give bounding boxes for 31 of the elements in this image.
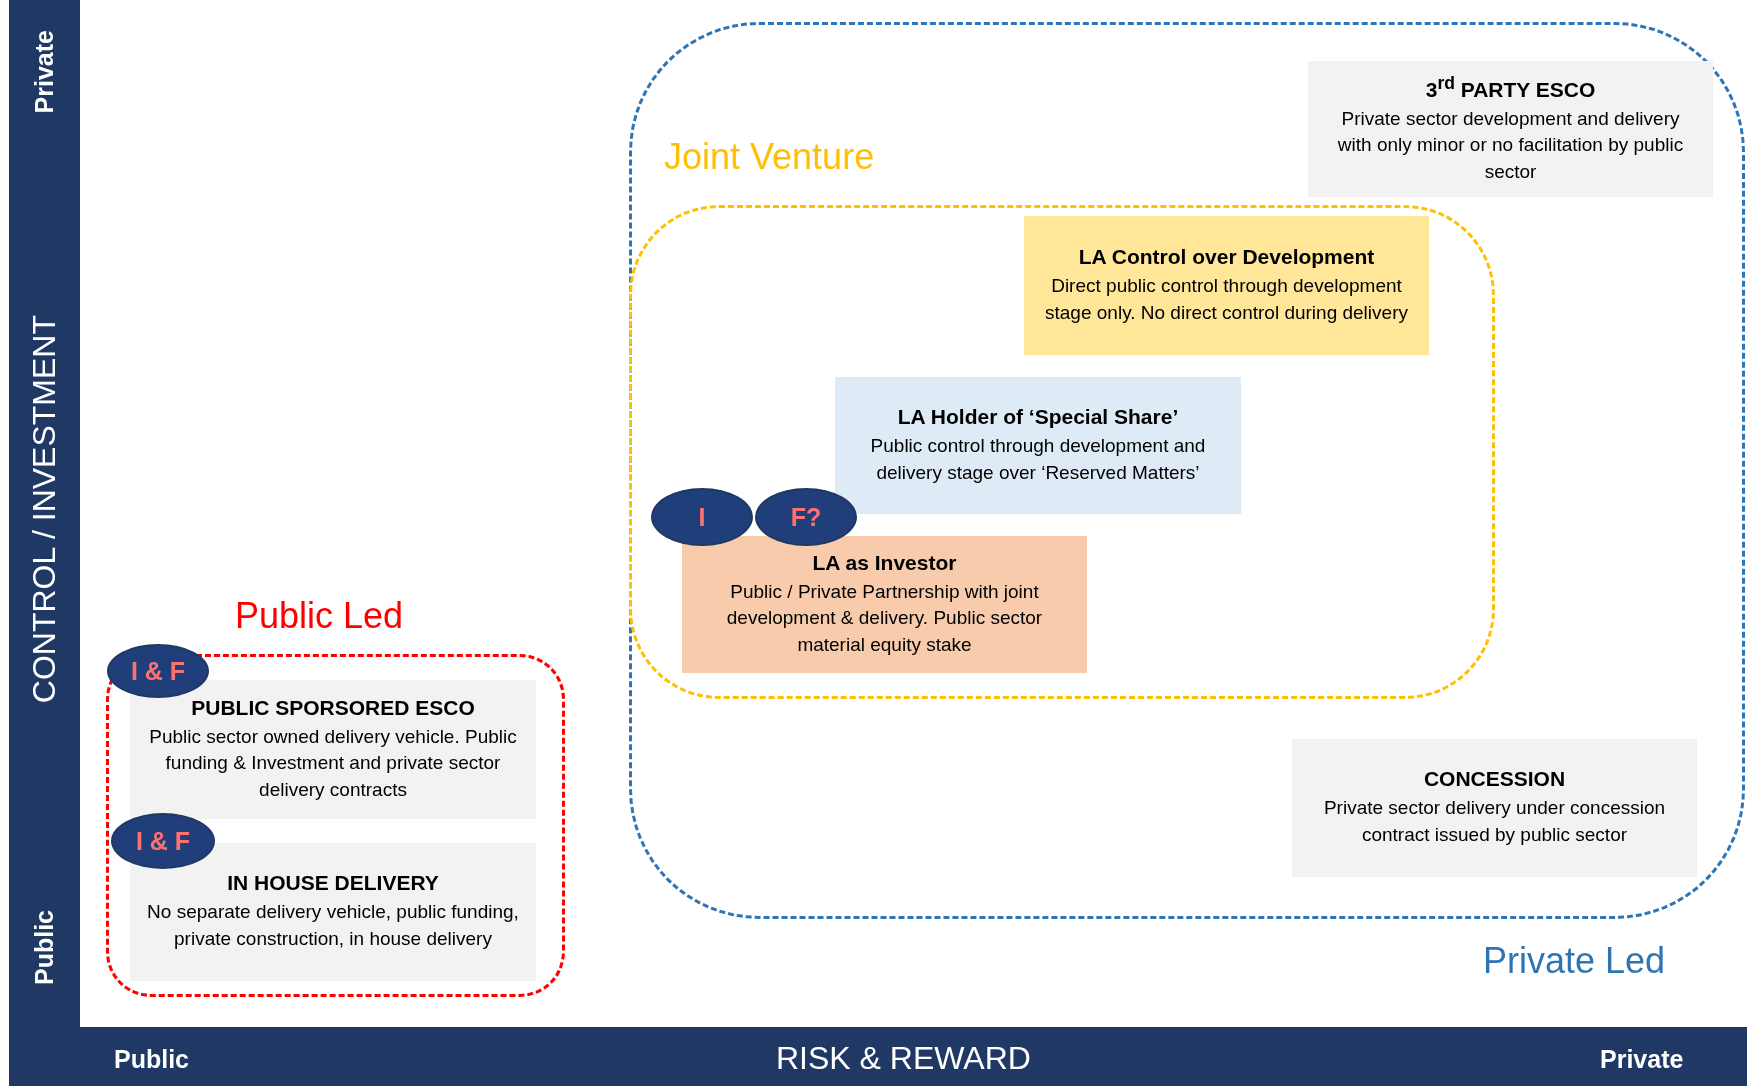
info-box [1308, 61, 1713, 197]
box-heading: LA Control over Development [1078, 244, 1375, 269]
box-description: Private sector development and delivery with only minor or no facilitation by public sector [1336, 106, 1685, 184]
box-description: Direct public control through development stage only. No direct control during delivery [1044, 273, 1409, 325]
info-box [1024, 216, 1429, 355]
box-heading: LA Holder of ‘Special Share’ [897, 404, 1179, 429]
box-description: Public / Private Partnership with joint development & delivery. Public sector material equity stake [725, 579, 1044, 657]
ellipse-badge: I & F [111, 813, 215, 869]
box-description: Public sector owned delivery vehicle. Public funding & Investment and private sector delivery contracts [148, 724, 518, 802]
box-heading: IN HOUSE DELIVERY [227, 871, 439, 896]
box-heading: 3$^{rd}$ PARTY ESCO [1425, 72, 1596, 102]
info-box [130, 680, 536, 819]
region-title: Private Led [1483, 940, 1666, 982]
box-heading: LA as Investor [812, 550, 957, 575]
axis-label: Public [30, 910, 59, 985]
info-box [682, 536, 1087, 673]
ellipse-badge: I [651, 488, 753, 546]
region-title: Joint Venture [664, 136, 875, 178]
box-heading: CONCESSION [1423, 767, 1566, 792]
ellipse-badge: I & F [107, 644, 209, 698]
box-description: No separate delivery vehicle, public funding, private construction, in house delivery [146, 900, 520, 951]
axis-label: Private [1600, 1045, 1684, 1074]
axis-label: Public [114, 1045, 189, 1074]
axis-label: CONTROL / INVESTMENT [26, 315, 63, 704]
box-description: Public control through development and delivery stage over ‘Reserved Matters’ [869, 433, 1207, 485]
box-description: Private sector delivery under concession contract issued by public sector [1322, 796, 1667, 847]
box-heading: PUBLIC SPORSORED ESCO [191, 695, 475, 720]
region-title: Public Led [235, 595, 404, 637]
axis-label: RISK & REWARD [776, 1040, 1031, 1077]
info-box [835, 377, 1241, 514]
axis-label: Private [30, 30, 59, 114]
